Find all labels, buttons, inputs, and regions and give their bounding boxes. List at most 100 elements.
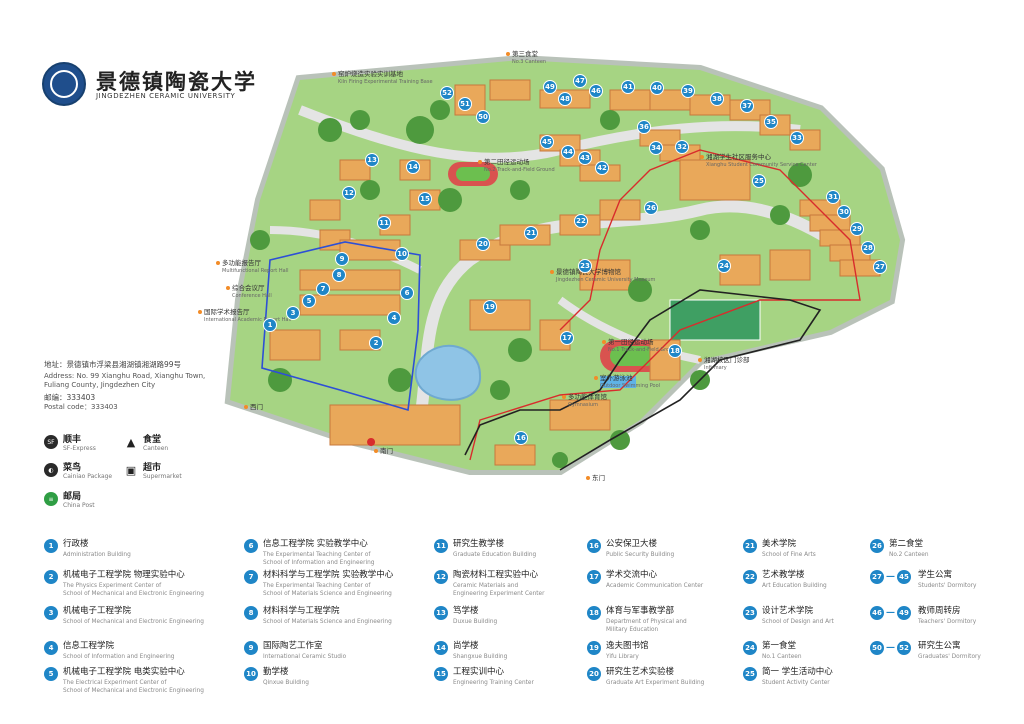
map-marker-52[interactable]: 52	[440, 86, 454, 100]
route-black	[464, 289, 822, 471]
map-marker-44[interactable]: 44	[561, 145, 575, 159]
directory-number: 24	[743, 641, 757, 655]
range-dash: —	[886, 608, 895, 618]
map-marker-17[interactable]: 17	[560, 331, 574, 345]
map-marker-26[interactable]: 26	[644, 201, 658, 215]
map-marker-30[interactable]: 30	[837, 205, 851, 219]
map-marker-50[interactable]: 50	[476, 110, 490, 124]
map-marker-36[interactable]: 36	[637, 120, 651, 134]
map-marker-7[interactable]: 7	[316, 282, 330, 296]
lake	[414, 344, 482, 401]
map-marker-22[interactable]: 22	[574, 214, 588, 228]
map-marker-24[interactable]: 24	[717, 259, 731, 273]
label-west-gate[interactable]: 西门	[244, 403, 263, 411]
swimming-pool	[600, 376, 636, 388]
map-marker-23[interactable]: 23	[578, 259, 592, 273]
directory-range: 50—52	[870, 641, 911, 655]
map-marker-18[interactable]: 18	[668, 344, 682, 358]
map-marker-16[interactable]: 16	[514, 431, 528, 445]
map-marker-10[interactable]: 10	[395, 247, 409, 261]
map-marker-31[interactable]: 31	[826, 190, 840, 204]
map-marker-8[interactable]: 8	[332, 268, 346, 282]
directory-name-cn: 公安保卫大楼	[606, 539, 658, 549]
directory-name-en: School of Design and Art	[762, 619, 834, 625]
directory-name-en: Academic Communication Center	[606, 583, 704, 589]
directory-name-en: Administration Building	[63, 552, 131, 558]
map-marker-46[interactable]: 46	[589, 84, 603, 98]
map-marker-27[interactable]: 27	[873, 260, 887, 274]
directory-name-cn: 材料科学与工程学院 实验教学中心	[263, 570, 394, 580]
label-east-gate[interactable]: 东门	[586, 474, 605, 482]
label-museum[interactable]: 景德镇陶瓷大学博物馆Jingdezhen Ceramic University …	[549, 268, 655, 284]
address-en-1: Address: No. 99 Xianghu Road, Xianghu To…	[44, 372, 206, 380]
map-marker-4[interactable]: 4	[387, 311, 401, 325]
directory-name-cn: 研究生教学楼	[453, 539, 505, 549]
directory-name-en: Student Activity Center	[762, 680, 830, 686]
map-marker-39[interactable]: 39	[681, 84, 695, 98]
map-marker-25[interactable]: 25	[752, 174, 766, 188]
route-blue	[261, 241, 421, 412]
map-marker-51[interactable]: 51	[458, 97, 472, 111]
map-marker-5[interactable]: 5	[302, 294, 316, 308]
map-marker-20[interactable]: 20	[476, 237, 490, 251]
map-marker-45[interactable]: 45	[540, 135, 554, 149]
map-marker-6[interactable]: 6	[400, 286, 414, 300]
directory-range: 46—49	[870, 606, 911, 620]
directory-name-cn: 材料科学与工程学院	[263, 606, 340, 616]
directory-name-en: Graduates' Dormitory	[918, 654, 981, 660]
map-marker-49[interactable]: 49	[543, 80, 557, 94]
directory-name-en: School of Fine Arts	[762, 552, 816, 558]
map-marker-37[interactable]: 37	[740, 99, 754, 113]
map-marker-19[interactable]: 19	[483, 300, 497, 314]
map-marker-32[interactable]: 32	[675, 140, 689, 154]
campus-map[interactable]	[0, 0, 1024, 520]
map-marker-28[interactable]: 28	[861, 241, 875, 255]
map-marker-41[interactable]: 41	[621, 80, 635, 94]
map-marker-2[interactable]: 2	[369, 336, 383, 350]
directory-name-cn: 陶瓷材料工程实验中心	[453, 570, 539, 580]
directory-number: 22	[743, 570, 757, 584]
map-marker-33[interactable]: 33	[790, 131, 804, 145]
map-marker-38[interactable]: 38	[710, 92, 724, 106]
map-marker-40[interactable]: 40	[650, 81, 664, 95]
map-marker-15[interactable]: 15	[418, 192, 432, 206]
map-marker-3[interactable]: 3	[286, 306, 300, 320]
map-marker-35[interactable]: 35	[764, 115, 778, 129]
directory-name-cn: 美术学院	[762, 539, 797, 549]
map-marker-14[interactable]: 14	[406, 160, 420, 174]
map-marker-43[interactable]: 43	[578, 151, 592, 165]
map-marker-47[interactable]: 47	[573, 74, 587, 88]
directory-number: 4	[44, 641, 58, 655]
map-marker-42[interactable]: 42	[595, 161, 609, 175]
directory-number: 50	[870, 641, 884, 655]
map-marker-9[interactable]: 9	[335, 252, 349, 266]
sf-express-icon: SF	[44, 435, 58, 449]
map-marker-13[interactable]: 13	[365, 153, 379, 167]
map-marker-1[interactable]: 1	[263, 318, 277, 332]
map-marker-11[interactable]: 11	[377, 216, 391, 230]
directory-name-en: Graduate Education Building	[453, 552, 537, 558]
map-marker-29[interactable]: 29	[850, 222, 864, 236]
map-marker-34[interactable]: 34	[649, 141, 663, 155]
directory-number: 19	[587, 641, 601, 655]
map-marker-21[interactable]: 21	[524, 226, 538, 240]
directory-range: 27—45	[870, 570, 911, 584]
map-marker-12[interactable]: 12	[342, 186, 356, 200]
directory-number: 9	[244, 641, 258, 655]
directory-number: 25	[743, 667, 757, 681]
map-marker-48[interactable]: 48	[558, 92, 572, 106]
label-south-gate[interactable]: 南门	[374, 447, 393, 455]
